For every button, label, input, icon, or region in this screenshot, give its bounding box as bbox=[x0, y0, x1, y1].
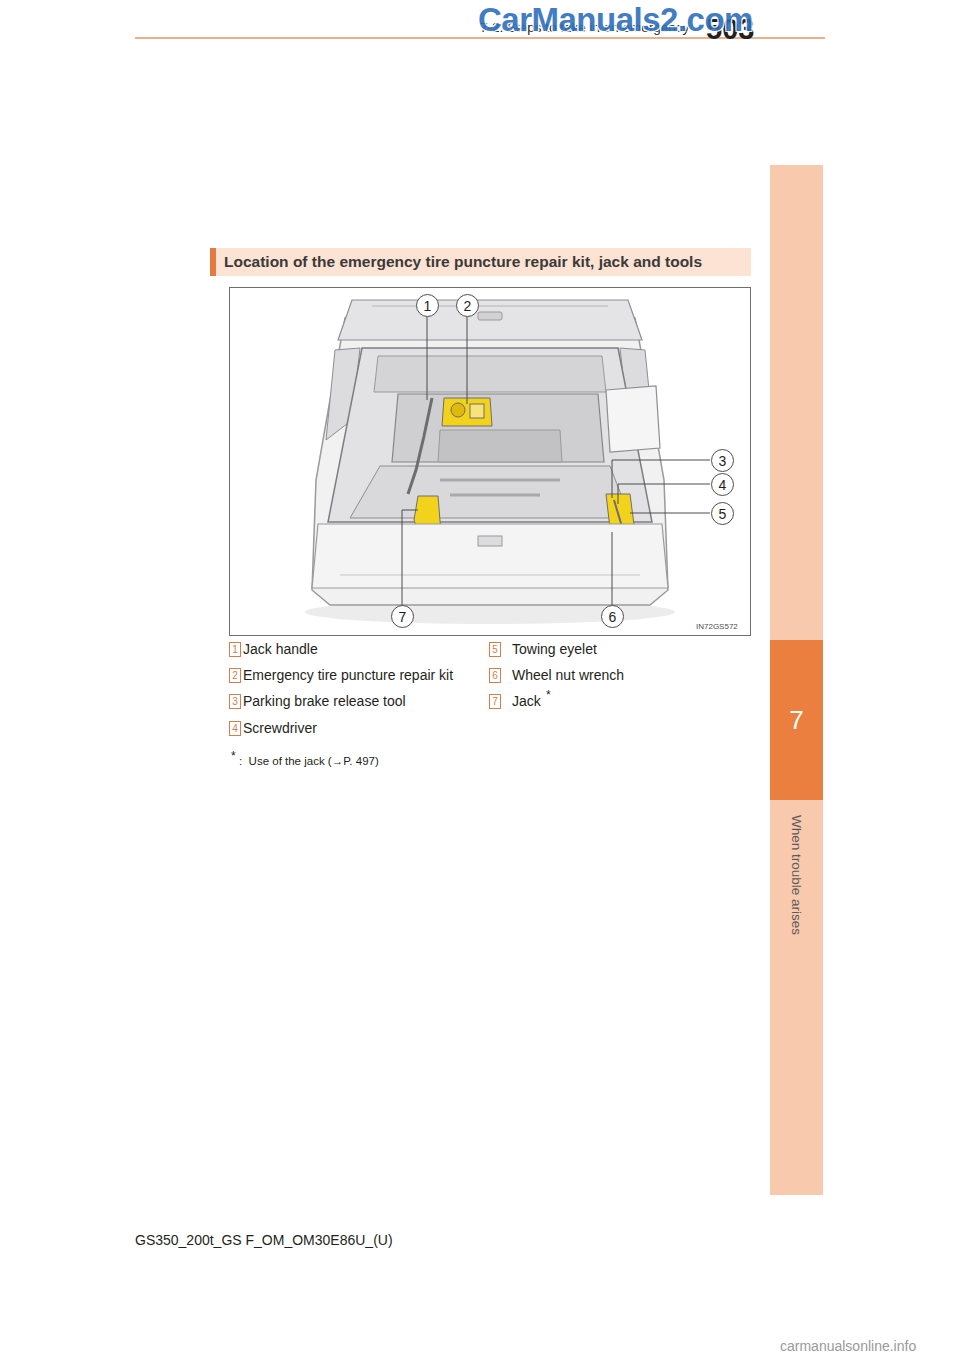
number: 6 bbox=[609, 609, 617, 625]
number: 7 bbox=[789, 705, 803, 736]
legend-number-box: 2 bbox=[229, 668, 241, 683]
footnote-mark: * bbox=[231, 750, 236, 764]
number: 1 bbox=[232, 644, 238, 655]
footnote-text: : Use of the jack (→P. 497) bbox=[239, 755, 379, 768]
watermark: carmanualsonline.info bbox=[780, 1338, 916, 1354]
part-name: Towing eyelet bbox=[512, 641, 597, 657]
section-heading-band: Location of the emergency tire puncture … bbox=[210, 248, 751, 276]
part-name: Jack handle bbox=[243, 641, 318, 657]
legend-number-box: 5 bbox=[489, 642, 501, 657]
figure-code: IN72GS572 bbox=[696, 622, 738, 631]
number: 5 bbox=[492, 644, 498, 655]
callout-circle: 2 bbox=[456, 294, 479, 317]
car-trunk-drawing bbox=[305, 300, 675, 624]
part-name: Jack bbox=[512, 693, 541, 709]
number: 6 bbox=[492, 670, 498, 681]
part-name: Parking brake release tool bbox=[243, 693, 406, 709]
footnote-mark: * bbox=[546, 689, 551, 703]
callout-circle: 1 bbox=[416, 294, 439, 317]
number: 1 bbox=[424, 298, 432, 314]
part-name: Screwdriver bbox=[243, 720, 317, 736]
chapter-tab: 7 bbox=[770, 640, 823, 800]
chapter-side-band: When trouble arises 7 bbox=[770, 165, 823, 1195]
number: 7 bbox=[492, 696, 498, 707]
part-name: Emergency tire puncture repair kit bbox=[243, 667, 453, 683]
figure-frame bbox=[230, 288, 751, 636]
legend-number-box: 6 bbox=[489, 668, 501, 683]
watermark: CarManuals2.com bbox=[478, 1, 753, 39]
number: 2 bbox=[464, 298, 472, 314]
legend-number-box: 4 bbox=[229, 721, 241, 736]
legend-number-box: 7 bbox=[489, 694, 501, 709]
number: 7 bbox=[399, 609, 407, 625]
number: 3 bbox=[719, 453, 727, 469]
legend-number-box: 3 bbox=[229, 694, 241, 709]
callout-circle: 7 bbox=[391, 605, 414, 628]
chapter-name: When trouble arises bbox=[788, 815, 804, 935]
legend-number-box: 1 bbox=[229, 642, 241, 657]
callout-circle: 6 bbox=[601, 605, 624, 628]
number: 2 bbox=[232, 670, 238, 681]
part-name: Wheel nut wrench bbox=[512, 667, 624, 683]
number: 4 bbox=[719, 477, 727, 493]
callout-circle: 3 bbox=[711, 449, 734, 472]
section-heading: Location of the emergency tire puncture … bbox=[224, 253, 702, 270]
number: 3 bbox=[232, 696, 238, 707]
number: 4 bbox=[232, 723, 238, 734]
callout-circle: 5 bbox=[711, 502, 734, 525]
leader-lines bbox=[402, 317, 710, 605]
callout-circle: 4 bbox=[711, 473, 734, 496]
manual-code: GS350_200t_GS F_OM_OM30E86U_(U) bbox=[135, 1232, 393, 1248]
number: 5 bbox=[719, 506, 727, 522]
